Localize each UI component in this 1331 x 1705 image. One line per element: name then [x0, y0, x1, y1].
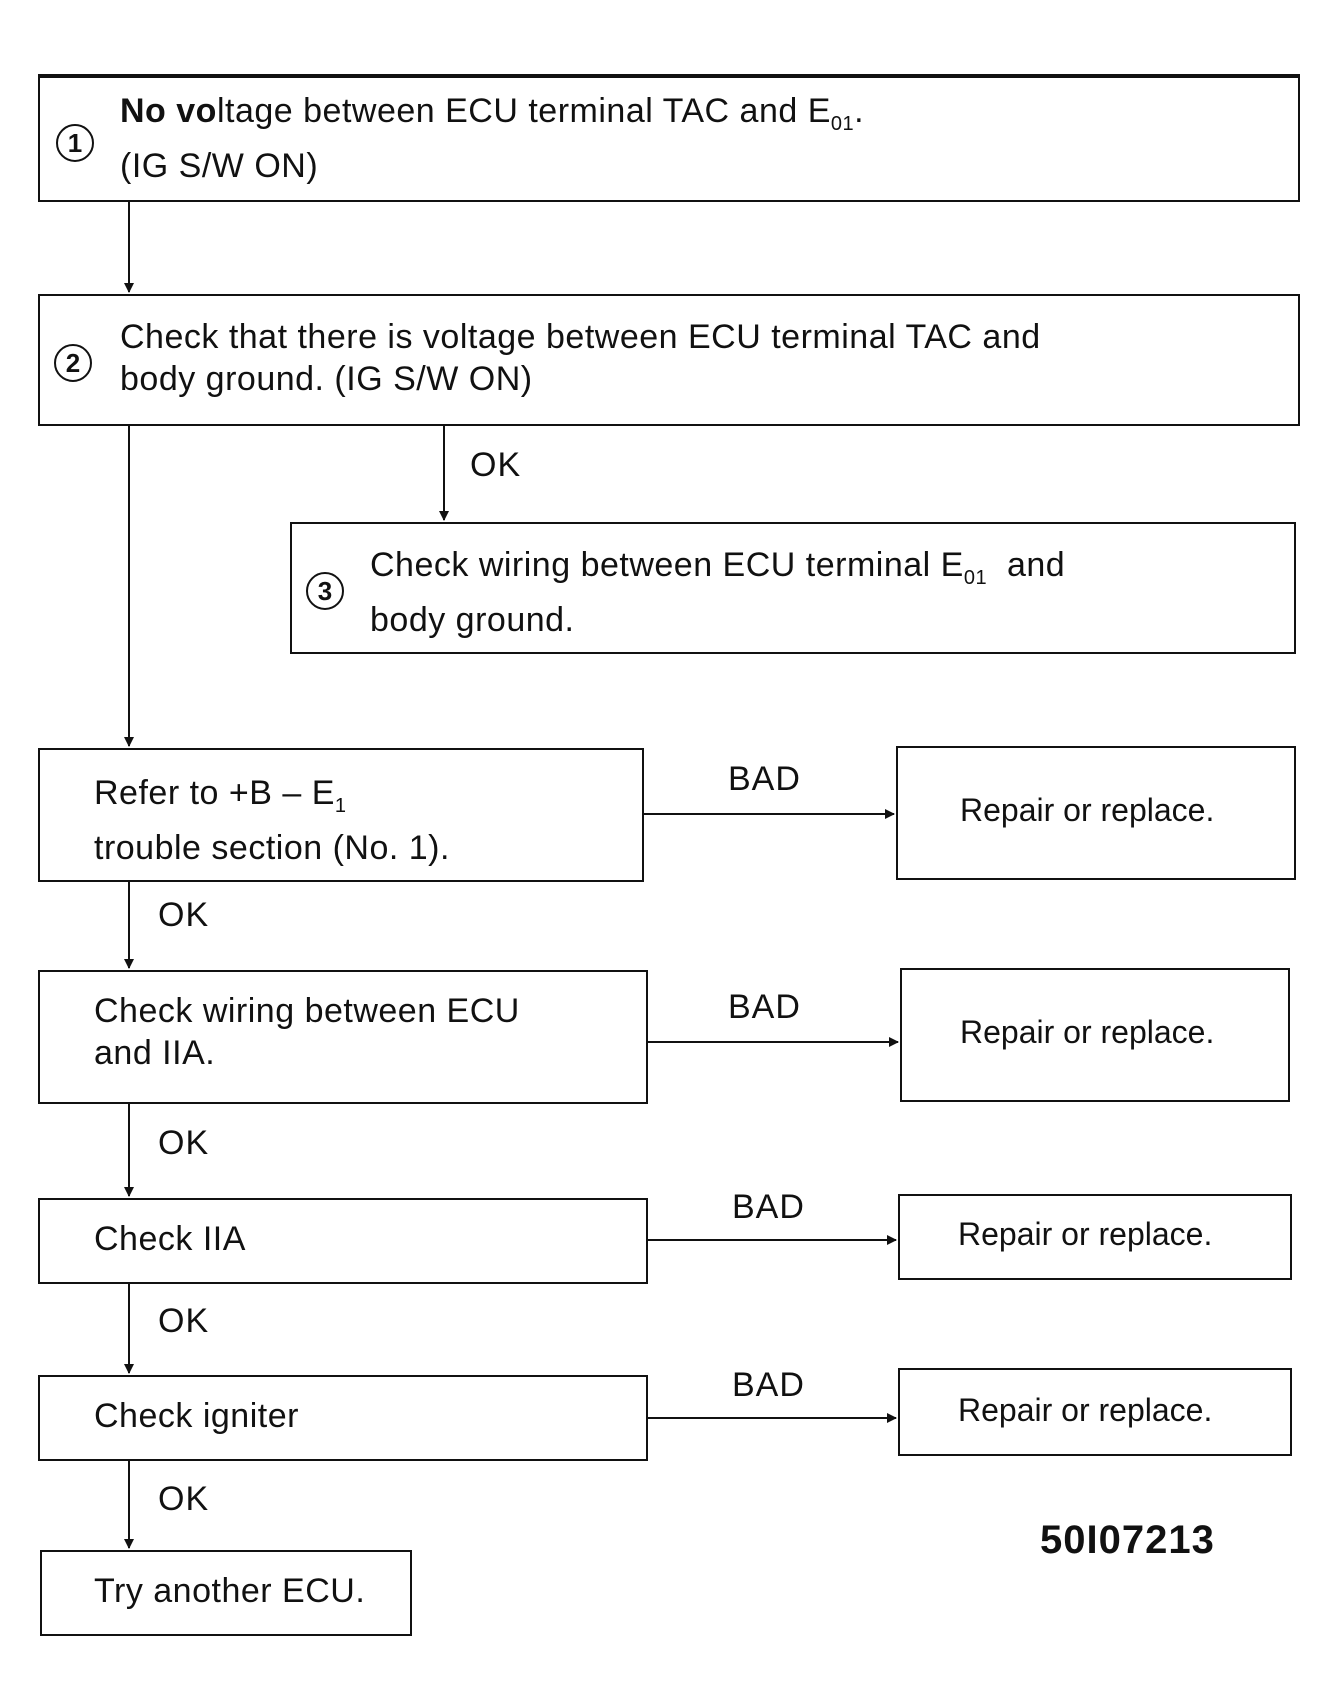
step-1-text: No voltage between ECU terminal TAC and … [120, 90, 864, 187]
step-8-box: Try another ECU. [40, 1550, 412, 1636]
repair-text-4: Repair or replace. [958, 1392, 1213, 1428]
step-4-box: Refer to +B – E1 trouble section (No. 1)… [38, 748, 644, 882]
repair-box-1: Repair or replace. [896, 746, 1296, 880]
step-2-box: 2 Check that there is voltage between EC… [38, 294, 1300, 426]
step-3-number: 3 [306, 572, 344, 610]
step-5-line1: Check wiring between ECU [94, 992, 520, 1030]
bad-label-4: BAD [732, 1366, 805, 1404]
repair-text-3: Repair or replace. [958, 1216, 1213, 1252]
repair-text-2: Repair or replace. [960, 1014, 1215, 1050]
ok-label-5: OK [158, 1480, 210, 1518]
step-6-box: Check IIA [38, 1198, 648, 1284]
step-1-number: 1 [56, 124, 94, 162]
step-3-line1: Check wiring between ECU terminal E [370, 546, 964, 584]
step-2-number: 2 [54, 344, 92, 382]
repair-text-1: Repair or replace. [960, 792, 1215, 828]
bad-label-3: BAD [732, 1188, 805, 1226]
step-4-text: Refer to +B – E1 trouble section (No. 1)… [94, 772, 450, 869]
step-2-text: Check that there is voltage between ECU … [120, 316, 1041, 400]
step-3-box: 3 Check wiring between ECU terminal E01 … [290, 522, 1296, 654]
step-1-line2: (IG S/W ON) [120, 146, 319, 185]
step-5-box: Check wiring between ECU and IIA. [38, 970, 648, 1104]
step-6-text: Check IIA [94, 1220, 246, 1258]
step-3-sub: 01 [963, 566, 988, 589]
step-1-end: . [854, 92, 865, 130]
ok-label-2: OK [158, 896, 210, 934]
step-1-box: 1 No voltage between ECU terminal TAC an… [38, 76, 1300, 202]
ok-label-4: OK [158, 1302, 210, 1340]
step-2-line1: Check that there is voltage between ECU … [120, 318, 1041, 356]
step-5-line2: and IIA. [94, 1034, 216, 1072]
step-7-text: Check igniter [94, 1397, 299, 1435]
step-3-line2: body ground. [370, 600, 575, 639]
step-3-end: and [987, 546, 1066, 584]
step-4-sub: 1 [334, 794, 347, 817]
repair-box-4: Repair or replace. [898, 1368, 1292, 1456]
step-7-box: Check igniter [38, 1375, 648, 1461]
step-5-text: Check wiring between ECU and IIA. [94, 990, 520, 1074]
ok-label-3: OK [158, 1124, 210, 1162]
step-2-line2: body ground. (IG S/W ON) [120, 360, 533, 398]
repair-box-2: Repair or replace. [900, 968, 1290, 1102]
step-3-text: Check wiring between ECU terminal E01 an… [370, 544, 1065, 641]
bad-label-1: BAD [728, 760, 801, 798]
step-4-line1: Refer to +B – E [94, 774, 335, 812]
step-1-line1: ltage between ECU terminal TAC and E [216, 92, 831, 130]
step-1-sub: 01 [830, 112, 855, 135]
figure-code: 50I07213 [1040, 1518, 1215, 1562]
bad-label-2: BAD [728, 988, 801, 1026]
step-4-line2: trouble section (No. 1). [94, 828, 450, 867]
step-1-bold: No vo [120, 92, 217, 130]
ok-label-1: OK [470, 446, 522, 484]
top-rule [38, 74, 1300, 76]
step-8-text: Try another ECU. [94, 1572, 366, 1610]
repair-box-3: Repair or replace. [898, 1194, 1292, 1280]
